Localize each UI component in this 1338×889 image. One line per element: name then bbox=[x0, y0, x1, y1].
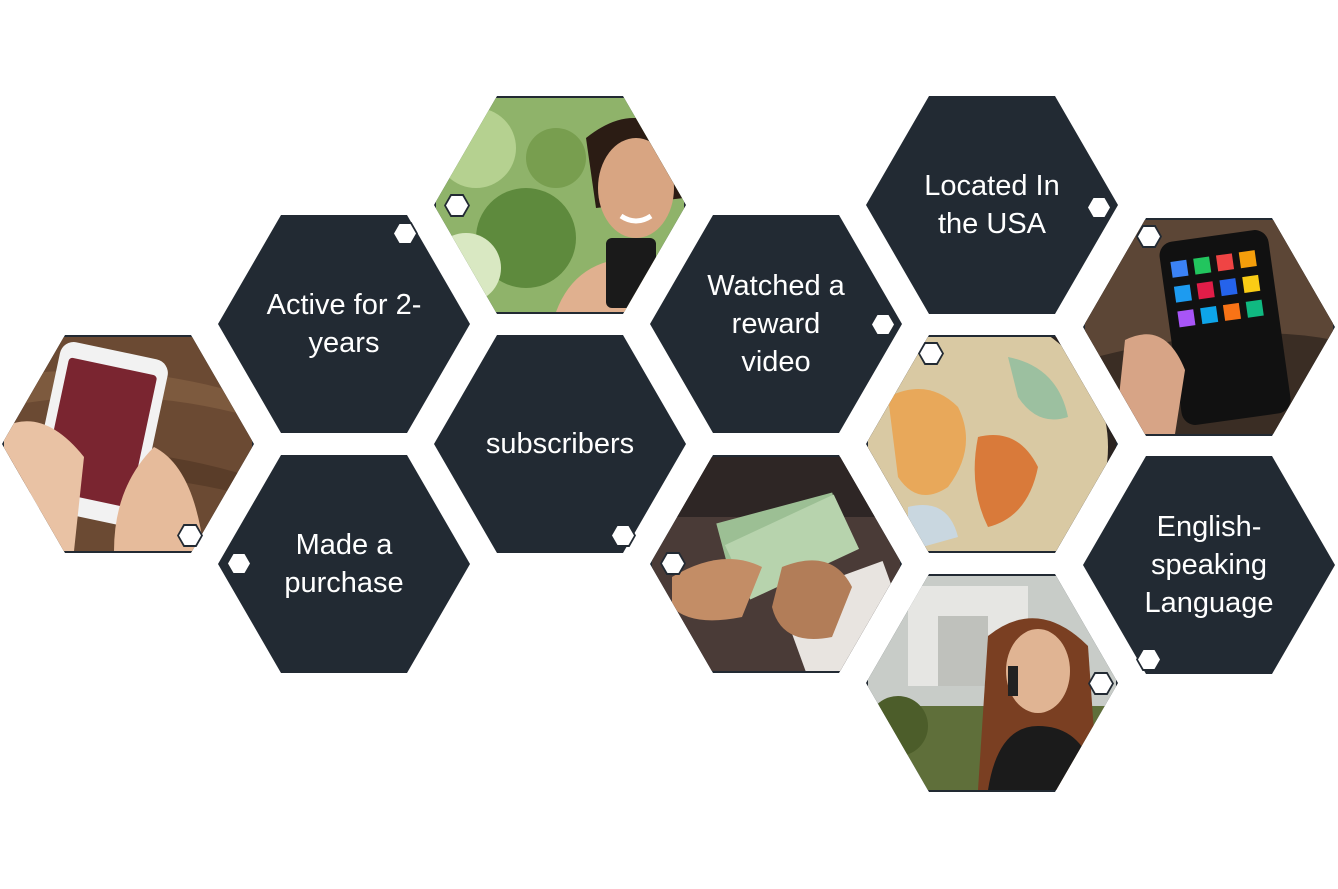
criterion-purchase-hex: Made a purchase bbox=[218, 455, 470, 673]
connector-node bbox=[1088, 672, 1114, 695]
criterion-usa-hex: Located In the USA bbox=[866, 96, 1118, 314]
connector-node bbox=[1086, 196, 1112, 219]
criterion-subscribers-hex: subscribers bbox=[434, 335, 686, 553]
phone-call-photo-icon bbox=[4, 337, 252, 551]
connector-node bbox=[444, 194, 470, 217]
connector-node bbox=[1136, 225, 1162, 248]
connector-node bbox=[660, 552, 686, 575]
criterion-subscribers-label: subscribers bbox=[485, 428, 635, 460]
connector-node bbox=[392, 222, 418, 245]
woman-on-call-photo-icon bbox=[868, 576, 1116, 790]
criterion-usa-label: Located In the USA bbox=[924, 170, 1060, 240]
connector-node bbox=[918, 342, 944, 365]
criterion-purchase-label: Made a purchase bbox=[284, 529, 404, 599]
smartphone-apps-photo bbox=[1083, 218, 1335, 436]
woman-with-phone-photo bbox=[434, 96, 686, 314]
criterion-english-label: English- speaking Language bbox=[1144, 511, 1274, 619]
connector-node bbox=[177, 524, 203, 547]
connector-node bbox=[1136, 648, 1162, 671]
cash-in-hands-photo-icon bbox=[652, 457, 900, 671]
woman-on-call-photo bbox=[866, 574, 1118, 792]
smartphone-apps-photo-icon bbox=[1085, 220, 1333, 434]
connector-node bbox=[610, 524, 636, 547]
globe-photo bbox=[866, 335, 1118, 553]
connector-node bbox=[870, 313, 896, 336]
connector-node bbox=[226, 552, 252, 575]
criterion-active-label: Active for 2- years bbox=[266, 289, 422, 359]
criterion-reward-label: Watched a reward video bbox=[707, 270, 845, 378]
phone-call-photo bbox=[2, 335, 254, 553]
cash-in-hands-photo bbox=[650, 455, 902, 673]
criterion-english-hex: English- speaking Language bbox=[1083, 456, 1335, 674]
criterion-reward-hex: Watched a reward video bbox=[650, 215, 902, 433]
woman-with-phone-photo-icon bbox=[436, 98, 684, 312]
globe-photo-icon bbox=[868, 337, 1116, 551]
criterion-active-hex: Active for 2- years bbox=[218, 215, 470, 433]
